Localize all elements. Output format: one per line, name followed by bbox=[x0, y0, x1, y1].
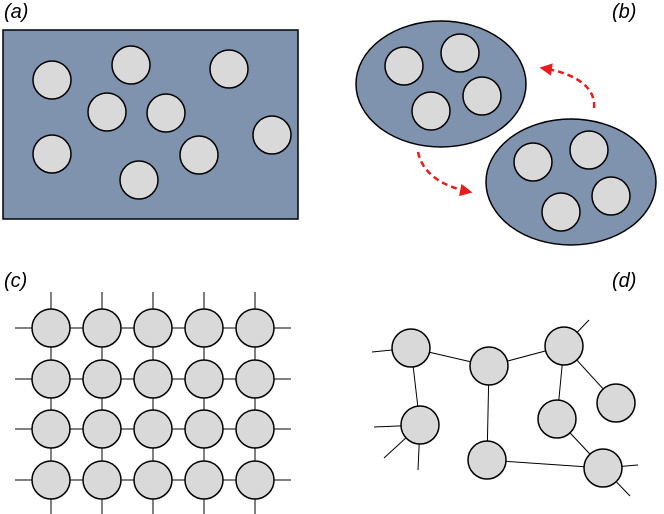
particle bbox=[440, 33, 480, 73]
panel-c-lattice bbox=[15, 292, 291, 514]
particle bbox=[537, 399, 577, 439]
particle bbox=[569, 130, 609, 170]
particle bbox=[31, 308, 71, 348]
particle bbox=[583, 448, 623, 488]
particle bbox=[82, 308, 122, 348]
panel-label-d: (d) bbox=[612, 270, 636, 292]
particle bbox=[235, 359, 275, 399]
particle bbox=[596, 383, 636, 423]
particle bbox=[31, 460, 71, 500]
panel-label-c: (c) bbox=[4, 270, 27, 292]
particle bbox=[31, 359, 71, 399]
particle bbox=[133, 308, 173, 348]
particle bbox=[179, 135, 219, 175]
particle bbox=[235, 308, 275, 348]
particle bbox=[469, 346, 509, 386]
particle bbox=[252, 115, 292, 155]
particle bbox=[184, 308, 224, 348]
particle bbox=[82, 460, 122, 500]
particle bbox=[133, 359, 173, 399]
particle bbox=[235, 460, 275, 500]
particle bbox=[591, 176, 631, 216]
particle bbox=[544, 326, 584, 366]
particle bbox=[82, 409, 122, 449]
panel-label-a: (a) bbox=[4, 1, 28, 23]
panel-label-b: (b) bbox=[612, 1, 636, 23]
exchange-arrow-lower bbox=[416, 151, 473, 197]
particle bbox=[411, 91, 451, 131]
particle bbox=[235, 409, 275, 449]
particle bbox=[146, 93, 186, 133]
particle bbox=[31, 409, 71, 449]
particle bbox=[32, 134, 72, 174]
particle bbox=[184, 359, 224, 399]
particle bbox=[384, 46, 424, 86]
panel-d-random-network bbox=[371, 319, 639, 497]
exchange-arrow-upper bbox=[539, 63, 596, 109]
particle bbox=[82, 359, 122, 399]
particle bbox=[184, 460, 224, 500]
particle bbox=[391, 328, 431, 368]
particle bbox=[87, 92, 127, 132]
particle bbox=[541, 192, 581, 232]
particle bbox=[133, 409, 173, 449]
particle bbox=[119, 160, 159, 200]
particle bbox=[513, 142, 553, 182]
panel-a-dispersed bbox=[2, 29, 299, 220]
particle bbox=[467, 440, 507, 480]
particle bbox=[209, 49, 249, 89]
particle bbox=[400, 405, 440, 445]
particle bbox=[184, 409, 224, 449]
particle bbox=[32, 60, 72, 100]
particle bbox=[111, 45, 151, 85]
cluster-ellipse-upper bbox=[355, 20, 527, 148]
panel-b-clusters bbox=[355, 20, 657, 246]
particle bbox=[133, 460, 173, 500]
particle bbox=[462, 76, 502, 116]
